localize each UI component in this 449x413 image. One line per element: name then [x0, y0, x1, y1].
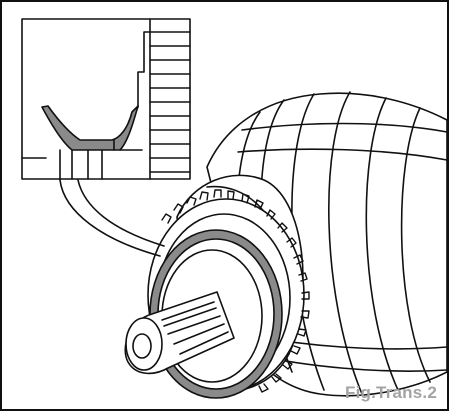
leader-lines — [59, 179, 165, 257]
figure-caption: Fig.Trans.2 — [345, 383, 437, 402]
detail-inset — [21, 18, 191, 180]
splined-shaft — [124, 291, 235, 375]
